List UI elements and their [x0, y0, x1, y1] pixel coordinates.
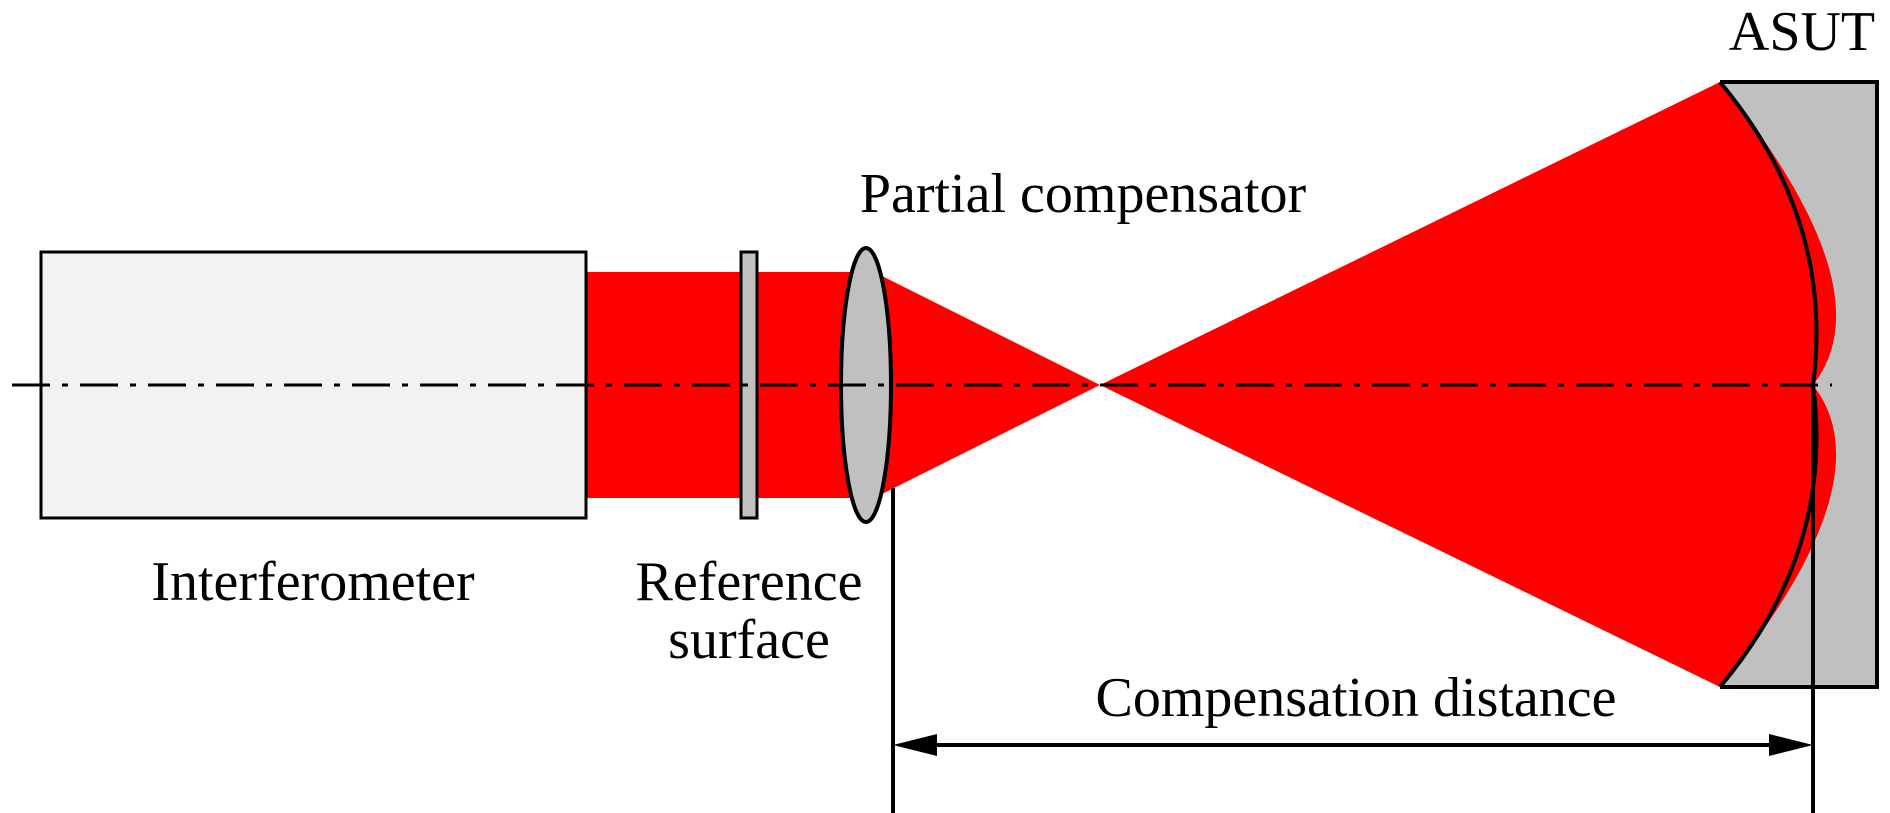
dimension-arrow-right: [1769, 734, 1813, 756]
label-reference-surface-line2: surface: [668, 609, 830, 671]
label-compensation-distance: Compensation distance: [1095, 667, 1616, 729]
label-partial-compensator: Partial compensator: [860, 163, 1307, 225]
dimension-arrow-left: [893, 734, 937, 756]
asut-mirror-body: [1720, 82, 1877, 687]
label-asut: ASUT: [1729, 1, 1875, 63]
reference-surface-plate: [739, 250, 759, 520]
asut-mirror-outline: [1720, 80, 1879, 689]
label-interferometer: Interferometer: [151, 551, 475, 613]
label-reference-surface-line1: Reference: [636, 551, 863, 613]
